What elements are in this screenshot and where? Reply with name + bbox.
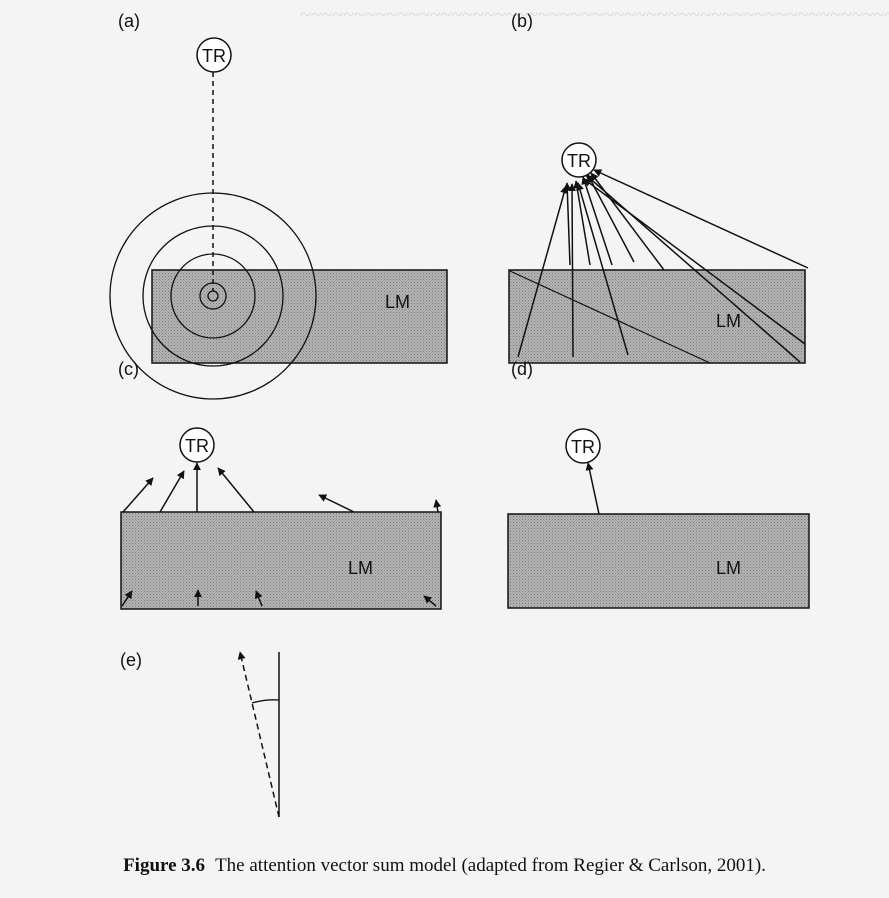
attention-vector-arrow	[433, 499, 442, 513]
panel-c: (c) TR LM	[118, 359, 442, 610]
attention-vector-arrow	[563, 182, 572, 266]
panel-d: (d) TR LM	[507, 359, 810, 609]
trajector-circle	[561, 142, 597, 178]
caption-text: The attention vector sum model (adapted …	[215, 855, 766, 876]
trajector-circle	[565, 428, 601, 464]
panel-a-label: (a)	[118, 11, 140, 31]
landmark-label: LM	[716, 558, 741, 578]
attention-vector-arrow	[581, 176, 613, 266]
landmark-box	[151, 269, 448, 364]
trajector-label: TR	[567, 151, 591, 171]
attention-vector-arrow	[122, 477, 154, 513]
trajector-circle	[179, 427, 215, 463]
panel-d-label: (d)	[511, 359, 533, 379]
deviation-angle-arc	[251, 699, 280, 704]
attention-vector-arrow	[576, 182, 629, 356]
panel-b-label: (b)	[511, 11, 533, 31]
panel-c-label: (c)	[118, 359, 139, 379]
panel-a: (a) TR LM	[109, 11, 448, 400]
attention-vector-arrow	[585, 174, 801, 363]
landmark-label: LM	[716, 311, 741, 331]
attention-vector-arrow	[573, 180, 591, 266]
landmark-box	[508, 269, 806, 364]
landmark-box	[507, 513, 810, 609]
panel-e: (e)	[120, 650, 280, 818]
landmark-label: LM	[385, 292, 410, 312]
panel-b: (b) TR LM	[508, 11, 809, 364]
attention-vector-arrow	[254, 590, 263, 607]
figure-diagrams: (a) TR LM (b) TR LM (c)	[109, 11, 810, 818]
attention-vector-arrow	[583, 178, 806, 345]
attention-vector-arrow	[590, 172, 665, 271]
attention-vector-arrow	[593, 169, 809, 269]
panel-e-label: (e)	[120, 650, 142, 670]
trajector-label: TR	[202, 46, 226, 66]
attention-vector-arrow	[217, 467, 255, 513]
trajector-label: TR	[185, 436, 209, 456]
attention-vector-arrow	[517, 185, 568, 358]
attention-vector-arrow	[121, 590, 133, 607]
figure-caption: Figure 3.6 The attention vector sum model…	[0, 855, 889, 877]
pattern-texture-line	[509, 270, 711, 364]
attention-vector-arrow	[587, 174, 635, 263]
landmark-label: LM	[348, 558, 373, 578]
attention-vector-arrow	[423, 595, 437, 607]
figure-number: Figure 3.6	[123, 855, 206, 876]
attention-vector-sum-arrow	[585, 462, 600, 515]
attention-vector-arrow	[568, 183, 577, 358]
landmark-box	[120, 511, 442, 610]
trajector-circle	[196, 37, 232, 73]
attention-vector-arrow	[159, 470, 185, 513]
vector-sum-dashed-arrow	[237, 651, 280, 818]
attention-vector-arrow	[318, 494, 355, 513]
trajector-label: TR	[571, 437, 595, 457]
